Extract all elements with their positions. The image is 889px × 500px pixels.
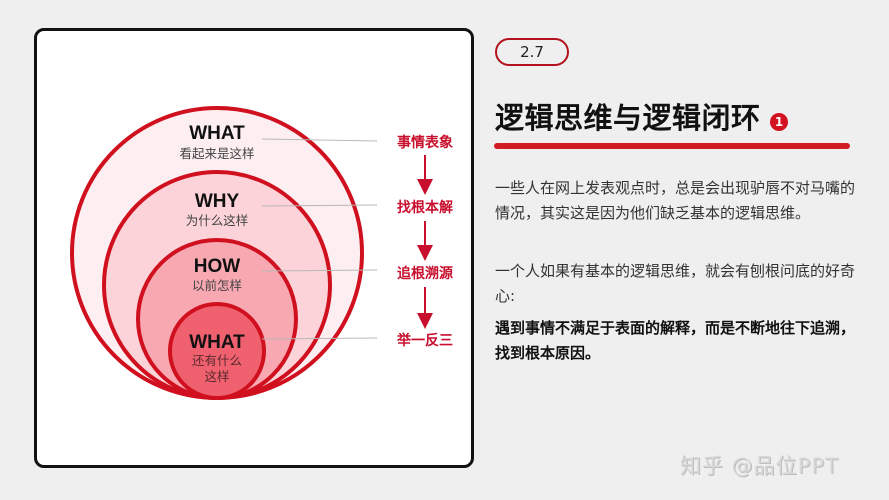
- ring-what-inner: [168, 302, 266, 400]
- step-label-trace-origin: 追根溯源: [397, 266, 453, 282]
- ring-subtitle-what-outer: 看起来是这样: [179, 146, 255, 161]
- body-paragraph-3-emphasis: 遇到事情不满足于表面的解释，而是不断地往下追溯，找到根本原因。: [495, 319, 856, 362]
- ring-subtitle-what-inner-line2: 这样: [204, 369, 230, 384]
- body-paragraph-2: 一个人如果有基本的逻辑思维，就会有刨根问底的好奇心:: [495, 262, 856, 305]
- title-underline: [494, 143, 850, 149]
- title-number-badge: 1: [770, 113, 788, 131]
- body-paragraph-1: 一些人在网上发表观点时，总是会出现驴唇不对马嘴的情况，其实这是因为他们缺乏基本的…: [495, 179, 856, 222]
- connector-line: [261, 269, 378, 272]
- ring-title-what-outer: WHAT: [189, 123, 245, 144]
- connector-line: [261, 337, 378, 340]
- connector-line: [261, 138, 378, 142]
- page-title: 逻辑思维与逻辑闭环: [495, 101, 761, 135]
- ring-title-what-inner: WHAT: [189, 332, 245, 353]
- ring-subtitle-what-inner-line1: 还有什么: [191, 353, 242, 368]
- ring-title-how: HOW: [193, 256, 241, 277]
- ring-title-why: WHY: [194, 191, 240, 212]
- ring-subtitle-how: 以前怎样: [191, 278, 242, 293]
- ring-subtitle-why: 为什么这样: [185, 213, 249, 228]
- nested-circles-diagram: [70, 106, 433, 400]
- step-label-extrapolate: 举一反三: [397, 333, 453, 349]
- step-label-root-solution: 找根本解: [397, 200, 453, 216]
- section-number-badge: 2.7: [495, 38, 569, 66]
- diagram-card: WHAT 看起来是这样 WHY 为什么这样 HOW 以前怎样 WHAT 还有什么…: [34, 28, 474, 468]
- watermark: 知乎 @品位PPT: [680, 454, 839, 478]
- connector-line: [261, 204, 378, 207]
- step-label-surface: 事情表象: [397, 135, 453, 151]
